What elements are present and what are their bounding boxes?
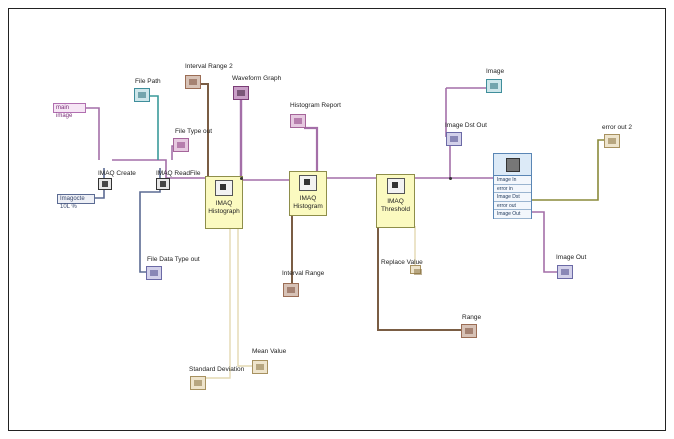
range-label: Range xyxy=(462,314,482,321)
diagram-frame xyxy=(8,8,666,431)
histograph-line1: IMAQ xyxy=(215,200,233,207)
standard-deviation-label: Standard Deviation xyxy=(189,366,245,373)
image-wire-main xyxy=(86,107,100,160)
file-data-type-out-label: File Data Type out xyxy=(147,256,200,263)
image-out-label: Image Out xyxy=(556,254,587,261)
threshold-line2: Threshold xyxy=(381,206,410,213)
threshold-line1: IMAQ xyxy=(387,198,404,205)
file-data-type-out-terminal[interactable] xyxy=(146,266,162,280)
imaq-create-error-control[interactable]: Imagocte 10L % xyxy=(57,194,95,210)
histogram-line1: IMAQ xyxy=(299,195,317,202)
mean-value-label: Mean Value xyxy=(252,348,287,355)
replace-value-terminal[interactable] xyxy=(410,265,422,275)
file-path-terminal[interactable] xyxy=(134,88,150,102)
mean-value-terminal[interactable] xyxy=(252,360,268,374)
imaq-create-icon[interactable] xyxy=(98,178,112,190)
property-row[interactable]: error in xyxy=(494,184,531,193)
interval-range-2-terminal[interactable] xyxy=(185,75,201,89)
image-terminal[interactable] xyxy=(486,79,502,93)
property-row[interactable]: Image Dst xyxy=(494,193,531,202)
imaq-readfile-label: IMAQ ReadFile xyxy=(156,170,201,177)
imaq-readfile-icon[interactable] xyxy=(156,178,170,190)
file-type-out-terminal[interactable] xyxy=(173,138,189,152)
mean-wire xyxy=(237,228,258,367)
image-property-node[interactable]: Image In error in Image Dst error out Im… xyxy=(493,153,532,219)
range-wire xyxy=(377,228,466,331)
histogram-line2: Histogram xyxy=(293,203,323,210)
imaq-create-label: IMAQ Create xyxy=(98,170,136,177)
replace-value-label: Replace Value xyxy=(381,259,423,266)
error-out-2-wire xyxy=(532,139,606,201)
image-out-terminal[interactable] xyxy=(557,265,573,279)
property-row[interactable]: Image In xyxy=(494,176,531,185)
property-node-icon xyxy=(505,157,520,172)
interval-range-terminal[interactable] xyxy=(283,283,299,297)
file-path-label: File Path xyxy=(135,78,161,85)
imaq-histograph-vi[interactable]: IMAQ Histograph xyxy=(205,176,243,229)
imaq-histogram-vi[interactable]: IMAQ Histogram xyxy=(289,171,327,216)
error-out-2-terminal[interactable] xyxy=(604,134,620,148)
threshold-icon xyxy=(386,178,405,194)
interval-range-2-label: Interval Range 2 xyxy=(185,63,233,70)
histograph-line2: Histograph xyxy=(208,208,240,215)
waveform-graph-terminal[interactable] xyxy=(233,86,249,100)
file-type-out-label: File Type out xyxy=(175,128,213,135)
standard-deviation-terminal[interactable] xyxy=(190,376,206,390)
file-path-wire xyxy=(148,95,159,160)
image-wire-main-2 xyxy=(112,159,205,179)
property-row[interactable]: Image Out xyxy=(494,210,531,219)
image-dst-out-label: Image Dst Out xyxy=(445,122,487,129)
waveform-graph-label: Waveform Graph xyxy=(232,75,282,82)
histogram-report-terminal[interactable] xyxy=(290,114,306,128)
stddev-wire xyxy=(196,228,231,379)
image-out-wire xyxy=(532,211,558,273)
histograph-icon xyxy=(215,180,233,196)
image-label: Image xyxy=(486,68,505,75)
error-out-2-label: error out 2 xyxy=(602,124,632,131)
wire-junction-dot xyxy=(240,177,243,180)
property-row[interactable]: error out xyxy=(494,201,531,210)
histogram-icon xyxy=(299,175,317,191)
histogram-report-wire xyxy=(304,126,319,172)
range-terminal[interactable] xyxy=(461,324,477,338)
imaq-threshold-vi[interactable]: IMAQ Threshold xyxy=(376,174,415,228)
interval-range-label: Interval Range xyxy=(282,270,325,277)
main-image-control[interactable]: main image xyxy=(53,103,86,119)
property-node-header xyxy=(494,154,531,176)
image-dst-out-terminal[interactable] xyxy=(446,132,462,146)
wire-junction-dot xyxy=(449,177,452,180)
histogram-report-label: Histogram Report xyxy=(290,102,341,109)
